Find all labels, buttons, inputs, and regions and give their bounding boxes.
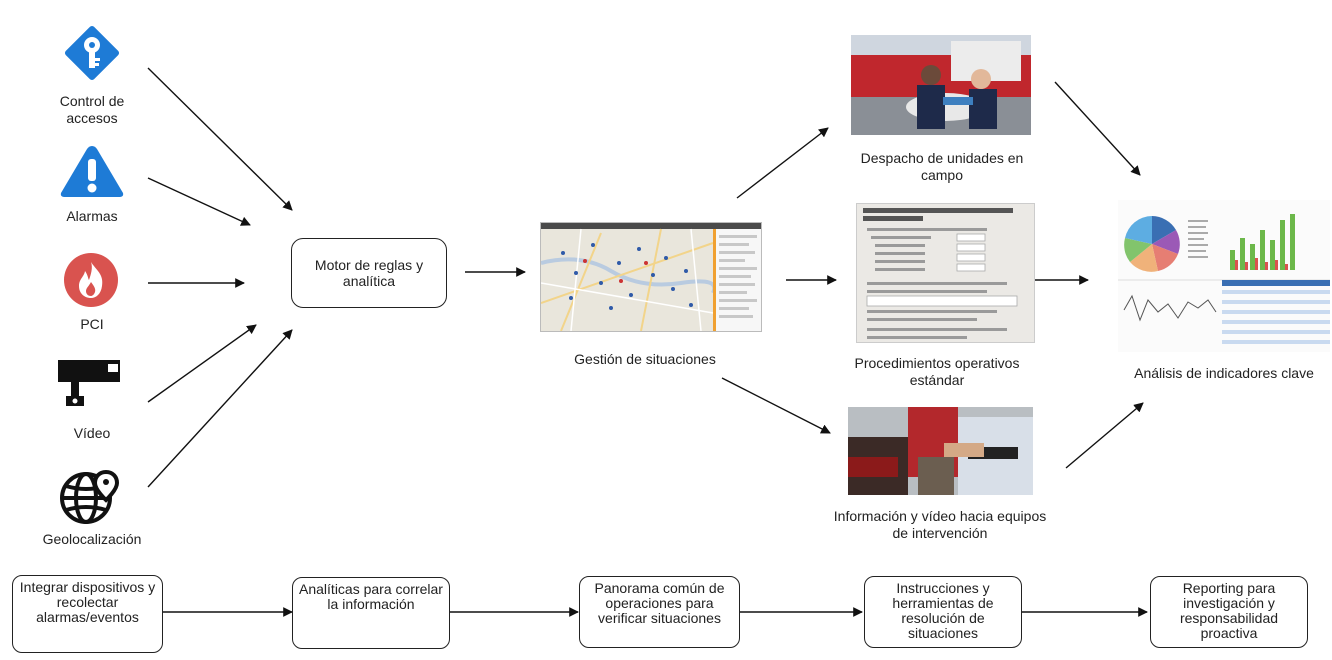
- situation-map-image: [540, 222, 762, 332]
- procedures-label: Procedimientos operativos estándar: [854, 355, 1020, 388]
- rules-engine-label: Motor de reglas y analítica: [314, 257, 424, 289]
- kpi-label: Análisis de indicadores clave: [1134, 365, 1314, 381]
- arrow-video-to-engine: [147, 324, 257, 403]
- stage-instructions-label: Instrucciones y herramientas de resoluci…: [892, 580, 994, 641]
- arrow-situation-to-dispatch: [736, 127, 829, 199]
- input-label-video: Vídeo: [73, 425, 111, 441]
- stage-reporting-label: Reporting para investigación y responsab…: [1179, 580, 1279, 641]
- stage-analytics-label: Analíticas para correlar la información: [299, 581, 443, 612]
- stage-integrate-box: Integrar dispositivos y recolectar alarm…: [12, 575, 163, 653]
- stage-reporting-box: Reporting para investigación y responsab…: [1150, 576, 1308, 648]
- stage-integrate-label: Integrar dispositivos y recolectar alarm…: [19, 579, 156, 625]
- input-label-access: Control de accesos: [59, 93, 125, 126]
- rules-engine-box: Motor de reglas y analítica: [291, 238, 447, 308]
- arrow-access-to-engine: [147, 67, 293, 211]
- arrow-situation-to-intervention: [721, 377, 831, 434]
- stage-instructions-box: Instrucciones y herramientas de resoluci…: [864, 576, 1022, 648]
- dispatch-label: Despacho de unidades en campo: [860, 150, 1024, 183]
- arrow-alarms-to-engine: [147, 177, 251, 226]
- fire-icon: [58, 252, 124, 308]
- key-icon: [59, 20, 125, 86]
- stage-panorama-label: Panorama común de operaciones para verif…: [594, 580, 725, 626]
- cctv-camera-icon: [58, 356, 124, 416]
- stage-analytics-box: Analíticas para correlar la información: [292, 577, 450, 649]
- arrow-geo-to-engine: [147, 329, 293, 488]
- input-label-alarms: Alarmas: [66, 208, 118, 224]
- stage-panorama-box: Panorama común de operaciones para verif…: [579, 576, 740, 648]
- dispatch-photo: [851, 35, 1031, 135]
- arrow-dispatch-to-kpi: [1054, 81, 1141, 176]
- kpi-dashboard-image: [1118, 200, 1330, 352]
- procedures-document-image: [856, 203, 1035, 343]
- intervention-label: Información y vídeo hacia equipos de int…: [833, 508, 1047, 541]
- arrow-intervention-to-kpi: [1065, 402, 1144, 469]
- input-label-pci: PCI: [80, 316, 104, 332]
- input-label-geo: Geolocalización: [42, 531, 142, 547]
- globe-pin-icon: [58, 466, 124, 528]
- warning-icon: [58, 143, 126, 199]
- intervention-photo: [848, 407, 1033, 495]
- situation-label: Gestión de situaciones: [574, 351, 716, 367]
